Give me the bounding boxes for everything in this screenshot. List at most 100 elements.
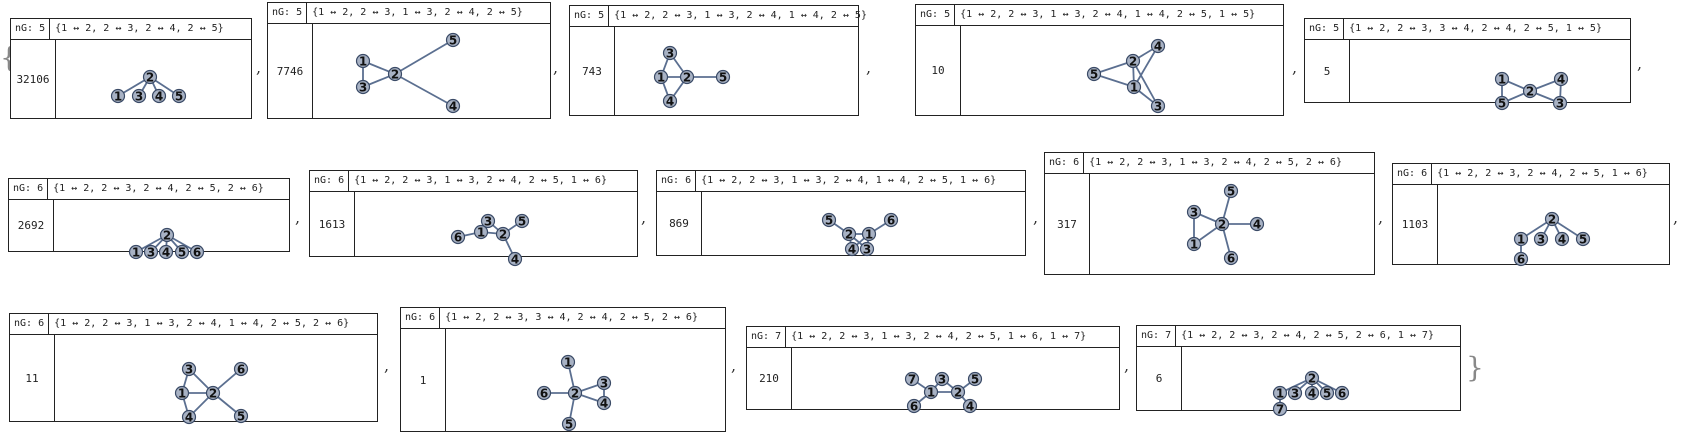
graph-node-label: 7 [1276,403,1284,417]
edge-list: {1 ↔ 2, 2 ↔ 3, 1 ↔ 3, 2 ↔ 4, 1 ↔ 4, 2 ↔ … [701,175,997,186]
graph-node: 2 [495,226,511,242]
graph-node-label: 5 [178,246,186,260]
graph-node: 6 [1334,385,1350,401]
graph-node-label: 5 [825,214,833,228]
graph-node: 5 [1086,66,1102,82]
graph-node-label: 4 [449,100,457,114]
graph-node-label: 3 [359,81,367,95]
list-separator: , [1637,54,1643,73]
list-separator: , [1292,58,1298,77]
graph-card: nG: 6{1 ↔ 2, 2 ↔ 3, 1 ↔ 3, 2 ↔ 4, 2 ↔ 5,… [1044,152,1375,275]
graph-node-label: 4 [185,411,193,425]
graph-node-label: 1 [114,90,122,104]
edge-list: {1 ↔ 2, 2 ↔ 3, 1 ↔ 3, 2 ↔ 4, 2 ↔ 5, 1 ↔ … [791,331,1087,342]
graph-node-label: 1 [132,246,140,260]
graph-node-label: 5 [1579,233,1587,247]
edge-list: {1 ↔ 2, 2 ↔ 3, 1 ↔ 3, 2 ↔ 4, 1 ↔ 4, 2 ↔ … [614,10,867,21]
edge-list: {1 ↔ 2, 2 ↔ 3, 2 ↔ 4, 2 ↔ 5, 1 ↔ 6} [1437,168,1648,179]
graph-node-label: 2 [954,386,962,400]
graph-node: 3 [1150,98,1166,114]
graph-card: nG: 6 {1 ↔ 2, 2 ↔ 3, 3 ↔ 4, 2 ↔ 4, 2 ↔ 5,… [400,307,726,432]
card-header: nG: 6{1 ↔ 2, 2 ↔ 3, 1 ↔ 3, 2 ↔ 4, 1 ↔ 4,… [10,314,377,335]
card-header: nG: 7{1 ↔ 2, 2 ↔ 3, 2 ↔ 4, 2 ↔ 5, 2 ↔ 6,… [1137,326,1460,347]
card-header: nG: 5{1 ↔ 2, 2 ↔ 3, 3 ↔ 4, 2 ↔ 4, 2 ↔ 5,… [1305,19,1630,40]
graph-node-label: 4 [511,253,519,267]
edge-list: {1 ↔ 2, 2 ↔ 3, 2 ↔ 4, 2 ↔ 5} [55,23,224,34]
graph-node-label: 4 [1308,387,1316,401]
node-count-label: nG: 5 [268,3,308,23]
node-count-label: nG: 7 [747,327,787,347]
graph-node: 5 [171,88,187,104]
graph-node-label: 5 [175,90,183,104]
graph-node-label: 5 [237,410,245,424]
graph-node-label: 4 [966,400,974,414]
graph-node-label: 4 [600,397,608,411]
graph-node: 2 [1214,216,1230,232]
graph-node-label: 1 [1498,73,1506,87]
graph-node-label: 1 [1190,238,1198,252]
graph-node: 5 [1319,385,1335,401]
graph-node: 1 [128,244,144,260]
list-separator: , [1378,208,1384,227]
graph-node: 4 [962,398,978,414]
graph-card: nG: 5{1 ↔ 2, 2 ↔ 3, 1 ↔ 3, 2 ↔ 4, 2 ↔ 5}… [267,2,551,119]
graph-node: 4 [1249,216,1265,232]
graph-node: 3 [1533,231,1549,247]
graph-node-label: 1 [657,71,665,85]
graph-node: 5 [967,371,983,387]
graph-node: 1 [560,354,576,370]
graph-node-label: 1 [1517,233,1525,247]
list-separator: , [866,58,872,77]
occurrence-count: 5 [1305,40,1350,102]
graph-node-label: 3 [1291,387,1299,401]
graph-edge [394,73,454,107]
node-count-label: nG: 6 [401,308,441,328]
list-separator: , [731,356,737,375]
graph-node-label: 1 [865,228,873,242]
graph-node: 2 [142,69,158,85]
graph-node: 7 [904,371,920,387]
graph-node: 5 [445,32,461,48]
graph-node-label: 2 [391,68,399,82]
node-count-label: nG: 6 [657,171,697,191]
graph-node: 5 [821,212,837,228]
graph-node-label: 1 [1130,81,1138,95]
card-header: nG: 6{1 ↔ 2, 2 ↔ 3, 1 ↔ 3, 2 ↔ 4, 2 ↔ 5,… [310,171,637,192]
graph-node-label: 5 [565,418,573,432]
occurrence-count: 1103 [1393,185,1438,264]
edge-list: {1 ↔ 2, 2 ↔ 3, 3 ↔ 4, 2 ↔ 4, 2 ↔ 5, 2 ↔ … [445,312,698,323]
card-header: nG: 6{1 ↔ 2, 2 ↔ 3, 2 ↔ 4, 2 ↔ 5, 2 ↔ 6} [9,179,289,200]
graph-node-label: 4 [1253,218,1261,232]
graph-node-label: 5 [449,34,457,48]
graph-node: 6 [1223,250,1239,266]
graph-node: 3 [181,361,197,377]
occurrence-count: 6 [1137,347,1182,410]
graph-node: 2 [1522,83,1538,99]
graph-node-label: 2 [146,71,154,85]
node-count-label: nG: 6 [9,179,49,199]
graph-node: 4 [1553,71,1569,87]
graph-node-label: 2 [1218,218,1226,232]
occurrence-count: 32106 [11,40,56,118]
node-count-label: nG: 6 [10,314,50,334]
list-separator: , [384,356,390,375]
graph-node: 2 [159,227,175,243]
graph-node: 4 [158,244,174,260]
graph-node-label: 4 [1154,40,1162,54]
graph-node: 6 [536,385,552,401]
occurrence-count: 11 [10,335,55,421]
graph-node: 5 [715,69,731,85]
occurrence-count: 7746 [268,24,313,118]
graph-node: 1 [1272,385,1288,401]
graph-node: 3 [1552,95,1568,111]
occurrence-count: 1 [401,329,446,431]
